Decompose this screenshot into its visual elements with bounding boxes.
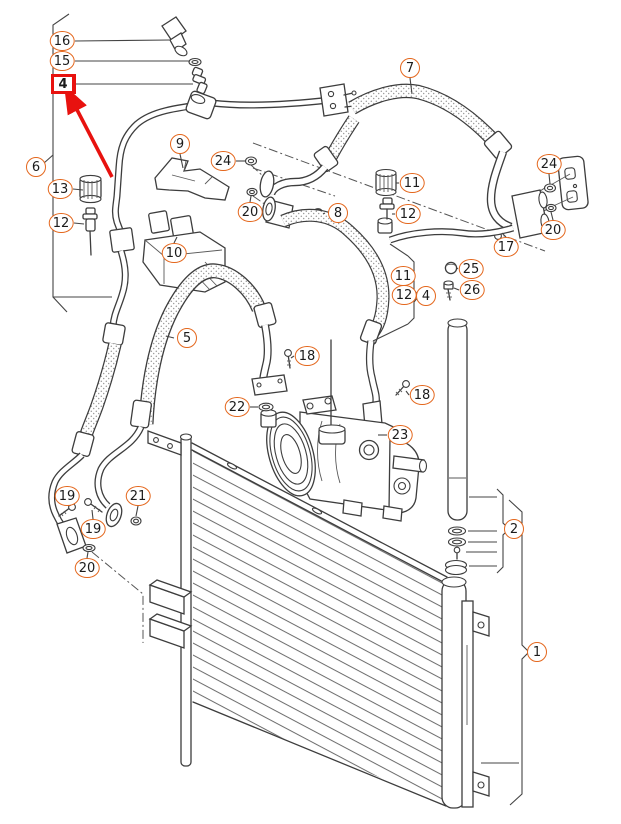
lower-left-fasteners (58, 498, 142, 553)
callout-19-upper-label: 19 (58, 488, 76, 504)
callout-2[interactable]: 2 (504, 519, 524, 539)
callout-20-right[interactable]: 20 (540, 220, 566, 240)
cap-and-valve-left (79, 174, 102, 256)
callout-16[interactable]: 16 (49, 31, 75, 51)
callout-8-label: 8 (333, 205, 343, 221)
callout-18-right[interactable]: 18 (409, 385, 435, 405)
callout-4-highlighted[interactable]: 4 (52, 75, 74, 93)
callout-24-left-label: 24 (214, 153, 232, 169)
callout-20-left-label: 20 (241, 204, 259, 220)
discharge-hose-7 (319, 83, 550, 239)
callout-23[interactable]: 23 (387, 425, 413, 445)
callout-20-bottom[interactable]: 20 (74, 558, 100, 578)
callout-22[interactable]: 22 (224, 397, 250, 417)
callout-4-label: 4 (58, 76, 68, 92)
callout-15-label: 15 (53, 53, 71, 69)
callout-8[interactable]: 8 (328, 203, 348, 223)
callout-17[interactable]: 17 (493, 237, 519, 257)
callout-19-lower-label: 19 (84, 521, 102, 537)
callout-16-label: 16 (53, 33, 71, 49)
pipe-bracket-9 (154, 157, 230, 201)
callout-4-lower-label: 4 (421, 288, 431, 304)
callout-6-label: 6 (31, 159, 41, 175)
callout-7[interactable]: 7 (400, 58, 420, 78)
callout-18-left[interactable]: 18 (294, 346, 320, 366)
highlight-arrow (64, 84, 114, 178)
callout-5[interactable]: 5 (177, 328, 197, 348)
callout-11-lower-label: 11 (394, 268, 412, 284)
bulkhead-flange (494, 155, 589, 240)
callout-18-right-label: 18 (413, 387, 431, 403)
callout-25-label: 25 (462, 261, 480, 277)
callout-10[interactable]: 10 (161, 243, 187, 263)
callout-12-left[interactable]: 12 (48, 213, 74, 233)
callout-6[interactable]: 6 (26, 157, 46, 177)
service-valve-assembly (161, 16, 217, 120)
callout-19-upper[interactable]: 19 (54, 486, 80, 506)
callout-11-lower[interactable]: 11 (390, 266, 416, 286)
callout-11-upper-label: 11 (403, 175, 421, 191)
callout-11-upper[interactable]: 11 (399, 173, 425, 193)
cap-nut-and-bolt (443, 261, 458, 301)
callout-13-label: 13 (51, 181, 69, 197)
callout-23-label: 23 (391, 427, 409, 443)
callout-18-left-label: 18 (298, 348, 316, 364)
callout-12-left-label: 12 (52, 215, 70, 231)
callout-12-lower-label: 12 (395, 287, 413, 303)
callout-19-lower[interactable]: 19 (80, 519, 106, 539)
callout-25[interactable]: 25 (458, 259, 484, 279)
callout-20-left[interactable]: 20 (237, 202, 263, 222)
callout-24-right[interactable]: 24 (536, 154, 562, 174)
suction-pipe-right (375, 168, 515, 244)
callout-22-label: 22 (228, 399, 246, 415)
callout-1-label: 1 (532, 644, 542, 660)
callout-4-lower[interactable]: 4 (416, 286, 436, 306)
callout-2-label: 2 (509, 521, 519, 537)
callout-10-label: 10 (165, 245, 183, 261)
leader-lines (43, 39, 554, 559)
callout-5-label: 5 (182, 330, 192, 346)
callout-9-label: 9 (175, 136, 185, 152)
callout-26[interactable]: 26 (459, 280, 485, 300)
callout-12-upper-label: 12 (399, 206, 417, 222)
callout-20-bottom-label: 20 (78, 560, 96, 576)
callout-7-label: 7 (405, 60, 415, 76)
callout-21-label: 21 (129, 488, 147, 504)
evaporator-stub-pipe (244, 115, 360, 229)
compressor (258, 339, 428, 522)
callout-9[interactable]: 9 (170, 134, 190, 154)
callout-15[interactable]: 15 (49, 51, 75, 71)
callout-24-left[interactable]: 24 (210, 151, 236, 171)
compressor-discharge-hose (280, 208, 390, 440)
callout-12-upper[interactable]: 12 (395, 204, 421, 224)
condenser (147, 430, 490, 809)
callout-21[interactable]: 21 (125, 486, 151, 506)
callout-12-lower[interactable]: 12 (391, 285, 417, 305)
receiver-drier (444, 318, 468, 576)
callout-13[interactable]: 13 (47, 179, 73, 199)
callout-17-label: 17 (497, 239, 515, 255)
callout-24-right-label: 24 (540, 156, 558, 172)
suction-hose-5 (94, 263, 288, 528)
callout-1[interactable]: 1 (527, 642, 547, 662)
callout-26-label: 26 (463, 282, 481, 298)
pipe-group-bracket (52, 13, 112, 313)
liquid-pipe (48, 96, 331, 554)
callout-20-right-label: 20 (544, 222, 562, 238)
